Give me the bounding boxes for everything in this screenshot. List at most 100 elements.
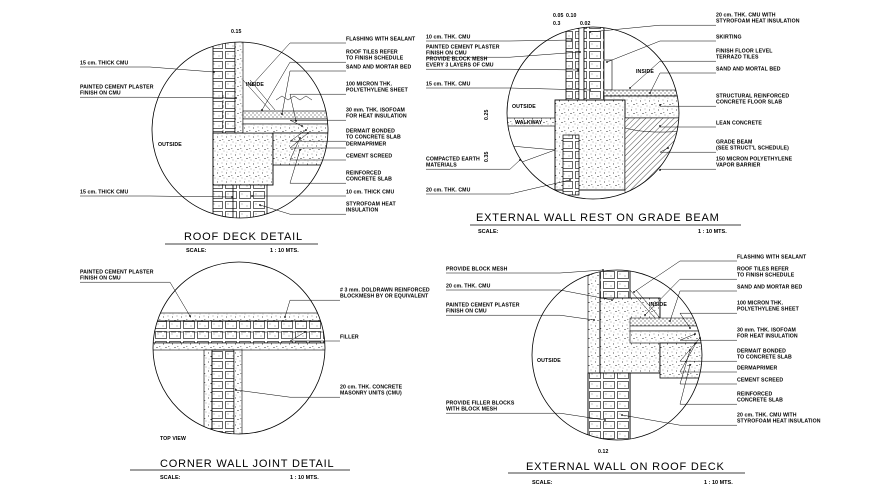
callout-label: GRADE BEAM: [716, 140, 752, 146]
roof-deck-left-callout: 15 cm. THICK CMU: [80, 190, 233, 198]
callout-label: TO CONCRETE SLAB: [737, 355, 792, 361]
callout-label: FOR HEAT INSULATION: [737, 334, 798, 340]
roof-deck-right-callout: 10 cm. THICK CMU: [251, 190, 394, 197]
grade-beam-left-callout: 10 cm. THK. CMU: [426, 35, 573, 42]
grade-beam-left-callout: 15 cm. THK. CMU: [426, 82, 591, 91]
wall-roof-deck-outside-label: OUTSIDE: [537, 358, 561, 364]
grade-beam-dim-d: 0.02: [580, 21, 591, 27]
grade-beam-inside-label: INSIDE: [636, 69, 654, 75]
callout-label: TO FINISH SCHEDULE: [346, 56, 404, 62]
roof-deck-scale-value: 1 : 10 MTS.: [270, 248, 299, 254]
roof-deck-dim-top: 0.15: [231, 29, 242, 35]
callout-label: SKIRTING: [716, 35, 742, 41]
callout-label: PAINTED CEMENT PLASTER: [80, 85, 154, 91]
roof-deck-wall-right-callout: FLASHING WITH SEALANT: [633, 255, 807, 293]
roof-deck-right-callout: CEMENT SCREED: [289, 137, 392, 161]
callout-label: 20 cm. THK. CMU WITH: [716, 13, 776, 19]
callout-label: FLASHING WITH SEALANT: [346, 37, 416, 43]
grade-beam-scale-label: SCALE:: [478, 229, 499, 235]
callout-label: 30 mm. THK. ISOFOAM: [737, 328, 796, 334]
grade-beam-right-callout: SKIRTING: [606, 35, 741, 63]
callout-label: REINFORCED: [346, 171, 381, 177]
roof-deck-right-callout: FLASHING WITH SEALANT: [251, 37, 416, 86]
roof-deck-wall-right-callout: 100 MICRON THK.POLYETHYLENE SHEET: [679, 301, 799, 329]
callout-label: (SEE STRUCT'L SCHEDULE): [716, 146, 789, 152]
corner-joint-detail-circle: [152, 261, 326, 435]
roof-deck-section-drawing: [212, 42, 328, 218]
callout-label: 10 cm. THK. CMU: [426, 35, 471, 41]
callout-label: DERMAIT BONDED: [346, 129, 395, 135]
callout-label: PAINTED CEMENT PLASTER: [80, 270, 154, 276]
callout-label: LEAN CONCRETE: [716, 121, 762, 127]
corner-joint-plan-drawing: [153, 312, 325, 434]
wall-roof-deck-title: EXTERNAL WALL ON ROOF DECK: [526, 461, 725, 473]
grade-beam-dim-e: 0.25: [484, 109, 490, 120]
roof-deck-wall-left-callout: 20 cm. THK. CMU: [446, 284, 613, 301]
callout-label: PROVIDE FILLER BLOCKS: [446, 401, 515, 407]
callout-label: 20 cm. THK. CONCRETE: [340, 385, 403, 391]
callout-label: FINISH ON CMU: [426, 51, 467, 57]
grade-beam-detail: 0.05 0.10 0.3 0.02 0.25 0.35 INSIDE OUTS…: [426, 13, 800, 235]
callout-label: REINFORCED: [737, 392, 772, 398]
wall-roof-deck-dim-bottom: 0.12: [598, 449, 609, 455]
callout-label: FOR HEAT INSULATION: [346, 114, 407, 120]
wall-roof-deck-detail-circle: [531, 269, 703, 441]
grade-beam-right-callout: GRADE BEAM(SEE STRUCT'L SCHEDULE): [659, 140, 789, 153]
callout-label: DERMAPRIMER: [737, 366, 777, 372]
callout-label: PROVIDE BLOCK MESH: [426, 57, 488, 63]
callout-label: EVERY 3 LAYERS OF CMU: [426, 63, 494, 69]
callout-label: SAND AND MORTAR BED: [737, 285, 802, 291]
callout-label: PAINTED CEMENT PLASTER: [426, 45, 500, 51]
callout-label: DERMAIT BONDED: [737, 349, 786, 355]
grade-beam-dim-b: 0.10: [566, 13, 577, 19]
callout-label: FLASHING WITH SEALANT: [737, 255, 807, 261]
callout-label: 20 cm. THK. CMU: [426, 188, 471, 194]
callout-label: STYROFOAM HEAT INSULATION: [737, 419, 821, 425]
roof-deck-outside-label: OUTSIDE: [158, 142, 182, 148]
grade-beam-outside-label: OUTSIDE: [512, 104, 536, 110]
callout-label: TO CONCRETE SLAB: [346, 135, 401, 141]
callout-label: 10 cm. THICK CMU: [346, 190, 394, 196]
corner-joint-top-view-label: TOP VIEW: [160, 436, 186, 442]
callout-label: SAND AND MORTAL BED: [716, 67, 781, 73]
callout-label: 15 cm. THICK CMU: [80, 190, 128, 196]
corner-joint-title: CORNER WALL JOINT DETAIL: [160, 458, 334, 470]
callout-label: INSULATION: [346, 208, 378, 214]
callout-label: FINISH ON CMU: [80, 91, 121, 97]
callout-label: POLYETHYLENE SHEET: [346, 88, 409, 94]
callout-label: TO FINISH SCHEDULE: [737, 273, 795, 279]
callout-label: 30 mm. THK. ISOFOAM: [346, 108, 405, 114]
callout-label: 20 cm. THK. CMU WITH: [737, 413, 797, 419]
callout-label: STYROFOAM HEAT: [346, 202, 396, 208]
corner-joint-scale-value: 1 : 10 MTS.: [290, 475, 319, 481]
roof-deck-title: ROOF DECK DETAIL: [184, 231, 303, 243]
wall-roof-deck-inside-label: INSIDE: [649, 302, 667, 308]
callout-label: 150 MICRON POLYETHYLENE: [716, 157, 793, 163]
callout-label: ROOF TILES REFER: [737, 267, 789, 273]
external-wall-roof-deck-detail: INSIDE OUTSIDE 0.12 PROVIDE BLOCK MESH20…: [446, 255, 821, 486]
callout-label: 20 cm. THK. CMU: [446, 284, 491, 290]
wall-roof-deck-scale-value: 1 : 10 MTS.: [704, 480, 733, 486]
grade-beam-dim-a: 0.05: [553, 13, 564, 19]
callout-label: DERMAPRIMER: [346, 142, 386, 148]
grade-beam-dim-c: 0.3: [553, 21, 561, 27]
callout-label: TERRAZO TILES: [716, 55, 759, 61]
roof-deck-scale-label: SCALE:: [186, 248, 207, 254]
roof-deck-right-callout: 100 MICRON THK.POLYETHYLENE SHEET: [289, 82, 409, 122]
